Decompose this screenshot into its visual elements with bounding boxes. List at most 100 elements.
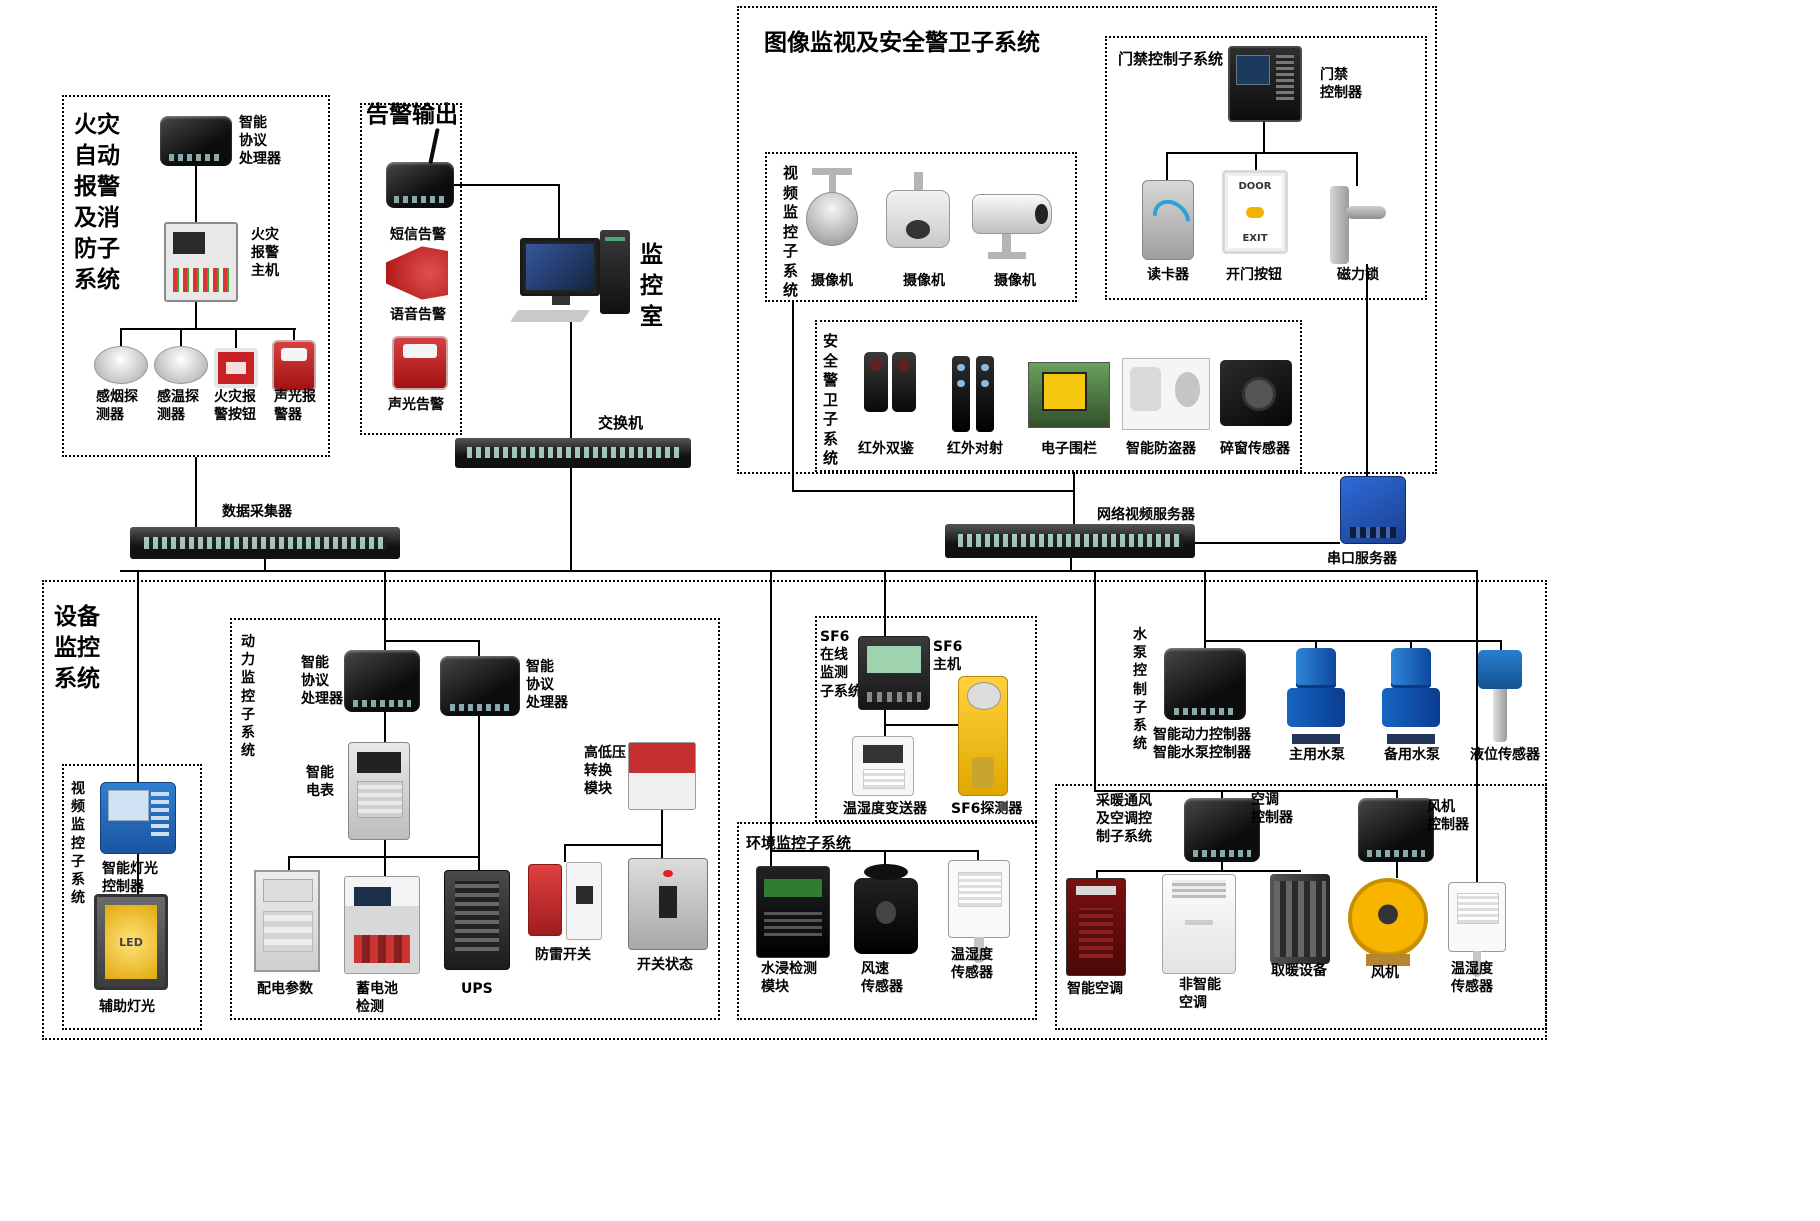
ir-dual-detector-image (864, 352, 888, 412)
camera-pole-image (914, 172, 923, 190)
protocol-processor-right-label: 智能 协议 处理器 (526, 659, 568, 712)
smart-protocol-processor-image (160, 116, 232, 166)
pump-sub-label: 水 泵 控 制 子 系 统 (1133, 627, 1147, 753)
connector-line (1073, 472, 1075, 524)
led-panel: LED (105, 905, 157, 979)
distribution-cabinet-image (254, 870, 320, 972)
water-leak-module-image (756, 866, 830, 958)
connector-line (1221, 790, 1223, 798)
camera1-label: 摄像机 (811, 273, 853, 289)
level-sensor-image (1472, 650, 1528, 742)
lighting-sub-label: 视 频 监 控 子 系 统 (71, 781, 85, 907)
sound-light-alarm-label: 声光报 警器 (274, 389, 316, 424)
protocol-processor-left-label: 智能 协议 处理器 (301, 655, 343, 708)
level-sensor-probe (1493, 688, 1507, 742)
hvac-sub-box (1055, 784, 1547, 1030)
monitor-screen-image (520, 238, 600, 296)
camera-base-image (988, 252, 1026, 259)
bullet-camera-image (972, 194, 1052, 234)
sound-light-alarm-image (272, 340, 316, 392)
heat-detector-image (154, 346, 208, 384)
power-sub-box (230, 618, 720, 1020)
fire-subsystem-box (62, 95, 330, 457)
video-sub-label: 视 频 监 控 子 系 统 (783, 164, 799, 299)
sms-alarm-image (386, 127, 454, 208)
nvs-label: 网络视频服务器 (1097, 507, 1195, 523)
camera2-label: 摄像机 (903, 273, 945, 289)
connector-line (1221, 862, 1223, 872)
water-leak-label: 水浸检测 模块 (761, 961, 817, 996)
pump-base (1386, 734, 1436, 744)
protocol-processor-right-image (440, 656, 520, 716)
sf6-sub-label: SF6 在线 监测 子系统 (820, 629, 862, 700)
connector-line (977, 850, 979, 860)
connector-line (137, 572, 139, 782)
pump-body (1286, 688, 1346, 727)
connector-line (884, 710, 886, 736)
backup-pump-image (1379, 648, 1443, 744)
aux-light-label: 辅助灯光 (99, 999, 155, 1015)
th-transmitter-label: 温湿度变送器 (843, 801, 927, 817)
connector-line (1500, 640, 1502, 650)
ups-image (444, 870, 510, 970)
connector-line (1204, 572, 1206, 640)
sound-light-output-image (392, 336, 448, 390)
alarm-output-title: 告警输出 (366, 102, 458, 128)
breaker-status-label: 开关状态 (637, 957, 693, 973)
connector-line (1195, 542, 1340, 544)
pc-tower-image (600, 230, 630, 314)
light-controller-image (100, 782, 176, 854)
equipment-title: 设备 监控 系统 (54, 604, 100, 693)
connector-line (770, 850, 978, 852)
alarm-output-box (360, 103, 462, 435)
security-sub-label: 安 全 警 卫 子 系 统 (823, 332, 839, 467)
ir-beam-label: 红外对射 (947, 441, 1003, 457)
th-sensor-image (948, 860, 1010, 963)
main-pump-label: 主用水泵 (1289, 747, 1345, 763)
env-sub-box (737, 822, 1037, 1020)
security-guard-box (815, 320, 1302, 472)
magnetic-lock-label: 磁力锁 (1337, 267, 1379, 283)
sf6-host-label: SF6 主机 (933, 639, 963, 674)
heater-image (1270, 874, 1330, 964)
surge-protector-label: 防雷开关 (535, 947, 591, 963)
fan-image (1348, 878, 1428, 966)
connector-line (661, 810, 663, 858)
connector-line (884, 572, 886, 636)
data-collector-image (130, 527, 400, 559)
camera-mount-image (812, 168, 852, 175)
hv-module-image (628, 742, 696, 810)
power-sub-label: 动 力 监 控 子 系 统 (241, 634, 255, 760)
access-controller-image (1228, 46, 1302, 122)
connector-line (1070, 558, 1072, 570)
breaker-status-image (628, 858, 708, 950)
keyboard-image (509, 310, 591, 322)
key-icon (1246, 206, 1264, 218)
smart-ac-label: 智能空调 (1067, 981, 1123, 997)
sound-light-output-label: 声光告警 (388, 397, 444, 413)
smoke-detector-image (94, 346, 148, 384)
connector-line (288, 856, 290, 870)
level-sensor-label: 液位传感器 (1470, 747, 1540, 763)
connector-line (195, 302, 197, 328)
connector-line (384, 640, 480, 642)
connector-line (1094, 572, 1096, 790)
smoke-detector-label: 感烟探 测器 (96, 389, 138, 424)
connector-line (792, 302, 794, 492)
access-control-box (1105, 36, 1427, 300)
battery-label: 蓄电池 检测 (356, 981, 398, 1016)
connector-line (384, 712, 386, 742)
ac-controller-label: 空调 控制器 (1251, 792, 1293, 827)
connector-line (478, 640, 480, 656)
network-switch-image (455, 438, 691, 468)
hvac-sub-label: 采暖通风 及空调控 制子系统 (1096, 793, 1152, 846)
pump-controller-image (1164, 648, 1246, 720)
wind-sensor-label: 风速 传感器 (861, 961, 903, 996)
fire-alarm-host-image (164, 222, 238, 302)
serial-server-label: 串口服务器 (1327, 551, 1397, 567)
heat-detector-label: 感温探 测器 (157, 389, 199, 424)
connector-line (1476, 572, 1478, 882)
connector-line (558, 184, 560, 238)
connector-line (792, 490, 1074, 492)
